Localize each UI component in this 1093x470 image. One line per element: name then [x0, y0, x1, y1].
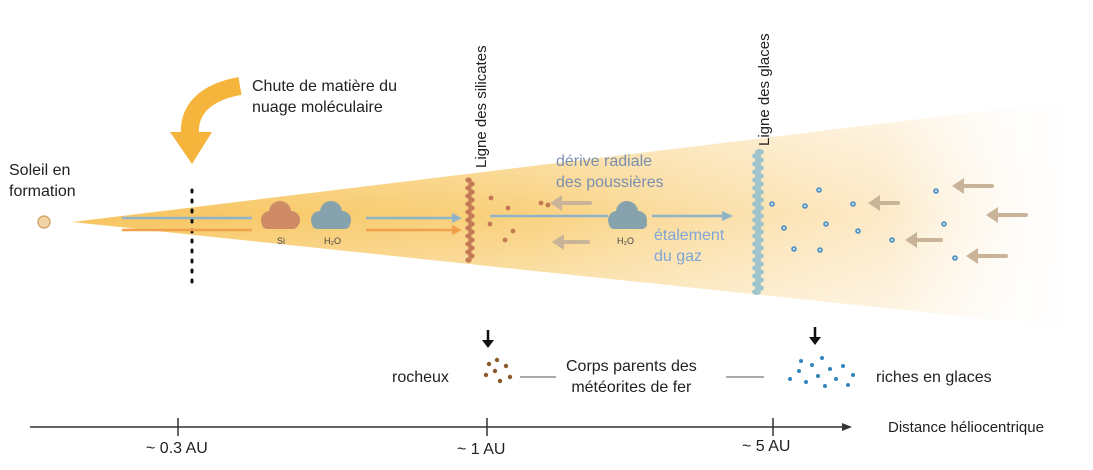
water-cloud-icon — [311, 201, 351, 229]
dust-drift-arrows — [550, 178, 1028, 264]
silicate-line-label: Ligne des silicates — [473, 45, 490, 168]
ice-line-band — [752, 149, 764, 295]
h2o-cloud-label: H₂O — [324, 236, 341, 246]
ice-particles — [769, 187, 958, 261]
water-cloud-icon-2 — [608, 201, 647, 229]
axis-title: Distance héliocentrique — [888, 419, 1044, 436]
gas-arrowhead-to-ice — [722, 211, 733, 221]
gas-spread-label: étalement du gaz — [654, 227, 725, 265]
infall-arrow-icon — [170, 77, 242, 164]
rocky-bodies-dots — [483, 357, 513, 384]
axis-arrowhead — [842, 423, 852, 431]
down-arrow-icon — [482, 330, 494, 348]
disk-edge-fade — [72, 98, 1093, 330]
silicate-cloud-icon — [261, 201, 300, 229]
h2o-cloud-label-2: H₂O — [617, 236, 634, 246]
silicate-dust-particles — [487, 195, 561, 246]
tick-label-5au: ~ 5 AU — [742, 438, 791, 455]
silicate-line-band — [465, 177, 475, 263]
ice-rich-bodies-dots — [788, 356, 855, 388]
sun-icon — [37, 215, 51, 229]
dust-drift-label: dérive radiale des poussières — [556, 153, 664, 191]
tick-label-0-3au: ~ 0.3 AU — [146, 440, 208, 457]
down-arrow-icon-2 — [809, 327, 821, 345]
si-cloud-label: Si — [277, 236, 285, 246]
parent-bodies-label: Corps parents des météorites de fer — [566, 358, 697, 396]
ice-rich-label: riches en glaces — [876, 369, 992, 386]
ice-line-label: Ligne des glaces — [756, 33, 773, 146]
tick-label-1au: ~ 1 AU — [457, 441, 506, 458]
dust-arrowhead — [452, 225, 462, 235]
gas-arrowhead — [452, 213, 462, 223]
sun-label: Soleil en formation — [9, 162, 76, 200]
infall-label: Chute de matière du nuage moléculaire — [252, 78, 397, 116]
rocky-label: rocheux — [392, 369, 449, 386]
